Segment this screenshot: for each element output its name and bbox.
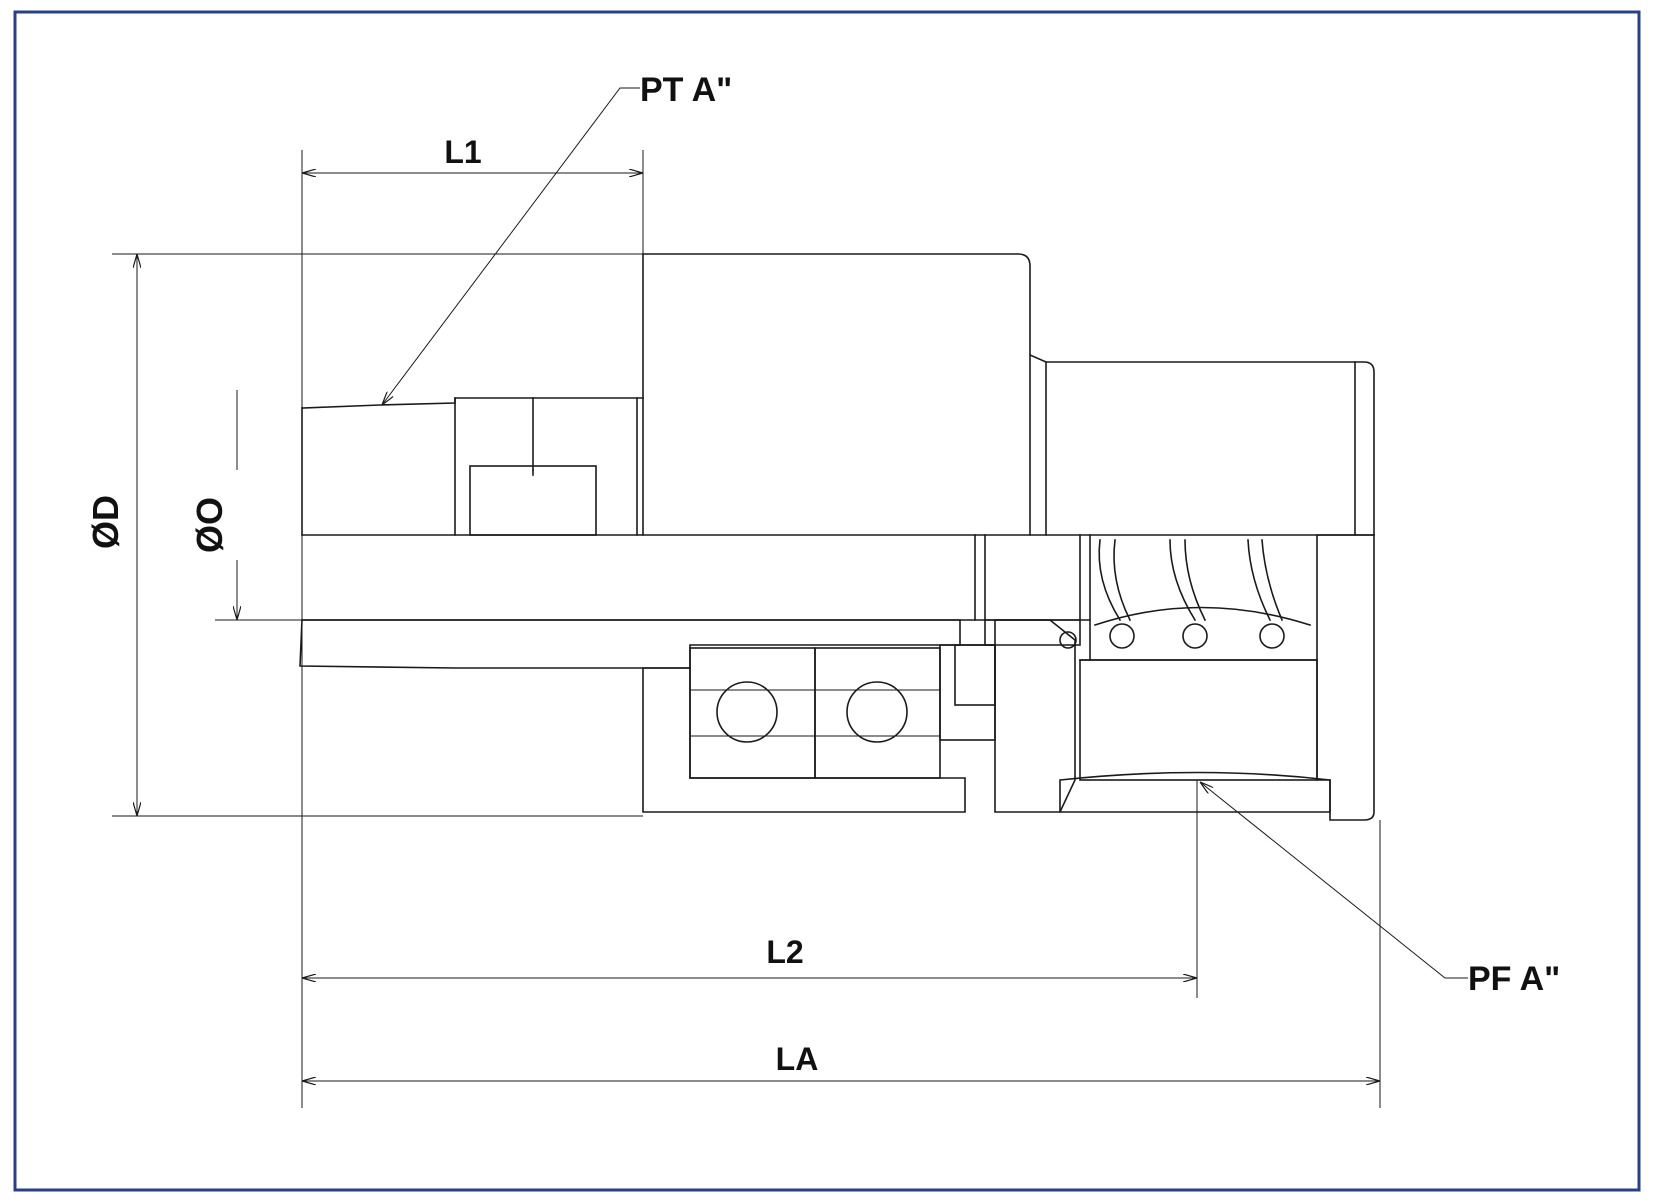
spring: [1059, 539, 1312, 649]
pf-label: PF A": [1468, 960, 1560, 998]
drawing-frame: [13, 10, 1641, 1192]
oo-label: ØO: [189, 497, 230, 553]
pt-label: PT A": [640, 71, 732, 109]
od-label: ØD: [85, 495, 126, 549]
pf-leader-line: [1200, 782, 1468, 979]
la-label: LA: [776, 1041, 819, 1077]
pt-leader-line: [382, 87, 640, 405]
l2-label: L2: [766, 934, 803, 970]
l1-label: L1: [444, 134, 481, 170]
dimensions: [112, 87, 1468, 1108]
body-outline: [301, 253, 1375, 621]
section-view: [299, 534, 1375, 821]
